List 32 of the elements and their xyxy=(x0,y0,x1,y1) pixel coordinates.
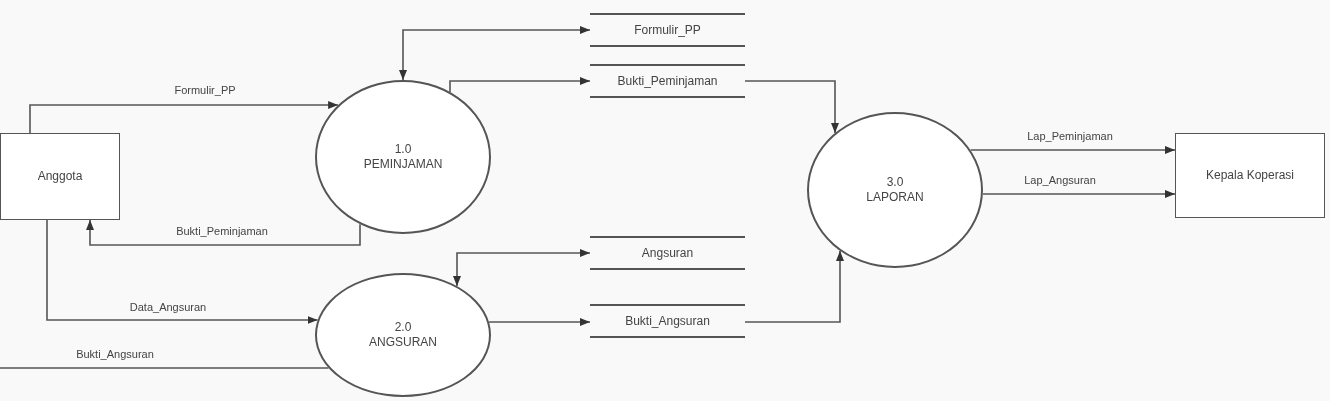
arrow xyxy=(488,318,591,326)
edge-label: Bukti_Angsuran xyxy=(74,347,156,361)
node-label: Bukti_Peminjaman xyxy=(617,73,718,89)
edge-label: Lap_Angsuran xyxy=(1022,173,1098,187)
arrow xyxy=(399,26,591,81)
arrow xyxy=(982,190,1176,198)
node-label: 1.0 xyxy=(394,142,412,157)
data-store xyxy=(590,13,745,47)
node-label: Anggota xyxy=(37,169,83,184)
node-label: ANGSURAN xyxy=(369,335,437,350)
entity-box xyxy=(0,133,120,220)
data-store xyxy=(590,304,745,338)
node-label: Formulir_PP xyxy=(634,22,701,38)
edge-label: Bukti_Peminjaman xyxy=(174,224,270,238)
edge-label: Data_Angsuran xyxy=(127,300,209,314)
node-label: 2.0 xyxy=(394,320,412,335)
node-label: LAPORAN xyxy=(866,190,924,205)
arrow xyxy=(86,219,361,246)
arrow xyxy=(46,219,319,324)
entity-box xyxy=(1175,133,1325,218)
edge-label: Lap_Peminjaman xyxy=(1025,129,1115,143)
arrow xyxy=(744,250,844,323)
node-label: Bukti_Angsuran xyxy=(625,313,710,329)
arrow xyxy=(453,249,591,287)
edge-label: Formulir_PP xyxy=(172,83,238,97)
node-label: PEMINJAMAN xyxy=(363,157,443,172)
data-store xyxy=(590,64,745,98)
data-store xyxy=(590,236,745,270)
node-label: Kepala Koperasi xyxy=(1205,168,1295,183)
node-label: 3.0 xyxy=(886,175,904,190)
node-label: Angsuran xyxy=(641,245,694,261)
arrow xyxy=(29,101,339,134)
